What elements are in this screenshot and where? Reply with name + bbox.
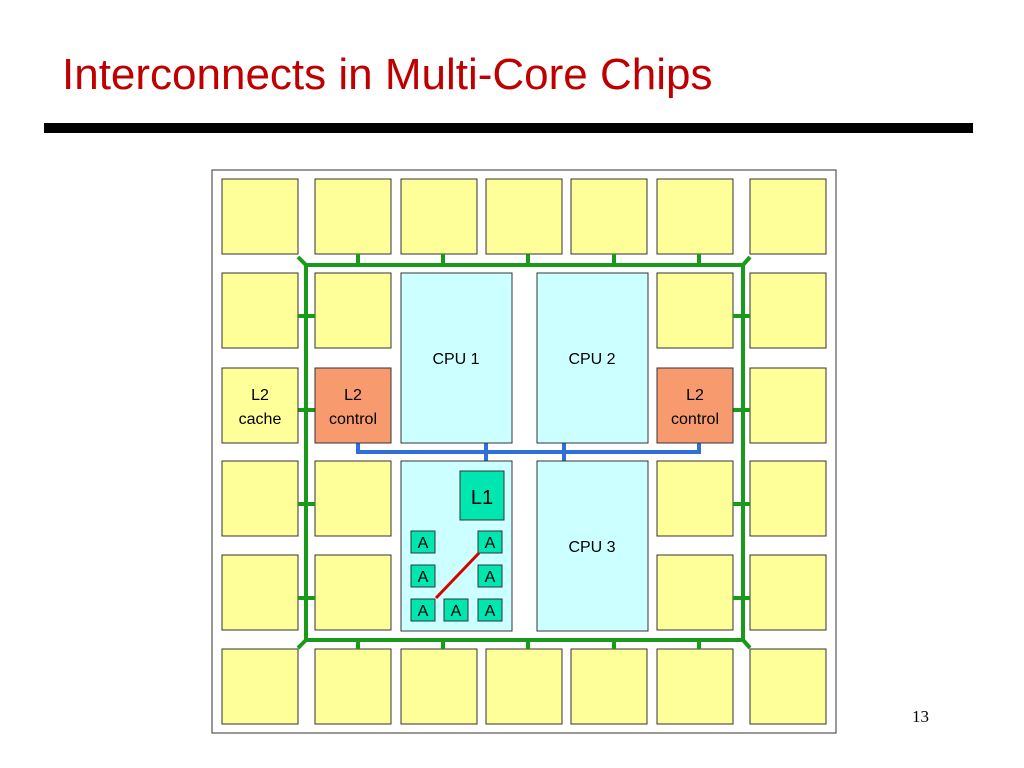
l2-cache-bank [221, 367, 299, 444]
alu-label: A [418, 603, 429, 620]
cache-bank [749, 648, 827, 725]
cache-bank [656, 554, 734, 631]
cache-bank [570, 178, 648, 255]
l2-cache-label-line2: cache [239, 411, 282, 428]
cpu-1 [400, 272, 513, 444]
alu-label: A [485, 603, 496, 620]
green-corner [741, 638, 752, 650]
cache-bank [314, 554, 392, 631]
alu-box [410, 598, 436, 622]
cpu-2 [536, 272, 649, 444]
alu-box [410, 564, 436, 588]
l2-control-left-line2: control [329, 411, 377, 428]
cache-bank [749, 554, 827, 631]
cache-bank [570, 648, 648, 725]
l2-control-right-line2: control [671, 411, 719, 428]
cache-bank [314, 648, 392, 725]
alu-box [477, 530, 503, 554]
alu-label: A [451, 603, 462, 620]
cpu-3 [536, 460, 649, 632]
cache-bank [485, 178, 563, 255]
cache-bank [656, 648, 734, 725]
alu-box [443, 598, 469, 622]
alu-box [410, 530, 436, 554]
title-underline [44, 123, 973, 133]
cache-bank [221, 460, 299, 537]
cache-bank [314, 460, 392, 537]
cache-bank [656, 178, 734, 255]
alu-label: A [418, 535, 429, 552]
l2-control-right [656, 367, 734, 444]
cpu-2-label: CPU 2 [568, 351, 615, 368]
cpu-3-label: CPU 3 [568, 539, 615, 556]
cpu-bus-line [356, 443, 701, 454]
cpu-1-label: CPU 1 [432, 351, 479, 368]
green-corner [741, 255, 752, 267]
cache-bank [400, 648, 478, 725]
cache-bank [656, 460, 734, 537]
l2-control-left-line1: L2 [344, 387, 362, 404]
alu-box [477, 598, 503, 622]
cache-bank [749, 272, 827, 349]
l2-cache-label-line1: L2 [251, 387, 269, 404]
cache-bank [221, 178, 299, 255]
cache-bank [656, 272, 734, 349]
green-ring [304, 263, 745, 642]
alu-label: A [485, 535, 496, 552]
alu-link [434, 551, 481, 600]
l1-cache [459, 470, 505, 521]
green-corner [296, 638, 308, 650]
cache-bank [314, 178, 392, 255]
l2-control-right-line1: L2 [686, 387, 704, 404]
cpu-bus [356, 443, 701, 461]
alu-label: A [485, 569, 496, 586]
alu-label: A [418, 569, 429, 586]
cache-bank-grid [221, 178, 827, 725]
cache-bank [749, 178, 827, 255]
cache-bank [485, 648, 563, 725]
cache-bank [221, 272, 299, 349]
slide-number: 13 [912, 707, 929, 726]
l1-label: L1 [471, 487, 493, 509]
l2-control-left [314, 367, 392, 444]
cache-bank [749, 460, 827, 537]
cache-bank [400, 178, 478, 255]
slide-title: Interconnects in Multi-Core Chips [62, 50, 713, 99]
cache-bank [221, 648, 299, 725]
green-ring-interconnect [296, 254, 752, 650]
cache-bank [221, 554, 299, 631]
cache-bank [749, 367, 827, 444]
cache-bank [314, 272, 392, 349]
alu-box [477, 564, 503, 588]
green-corner [296, 255, 308, 267]
